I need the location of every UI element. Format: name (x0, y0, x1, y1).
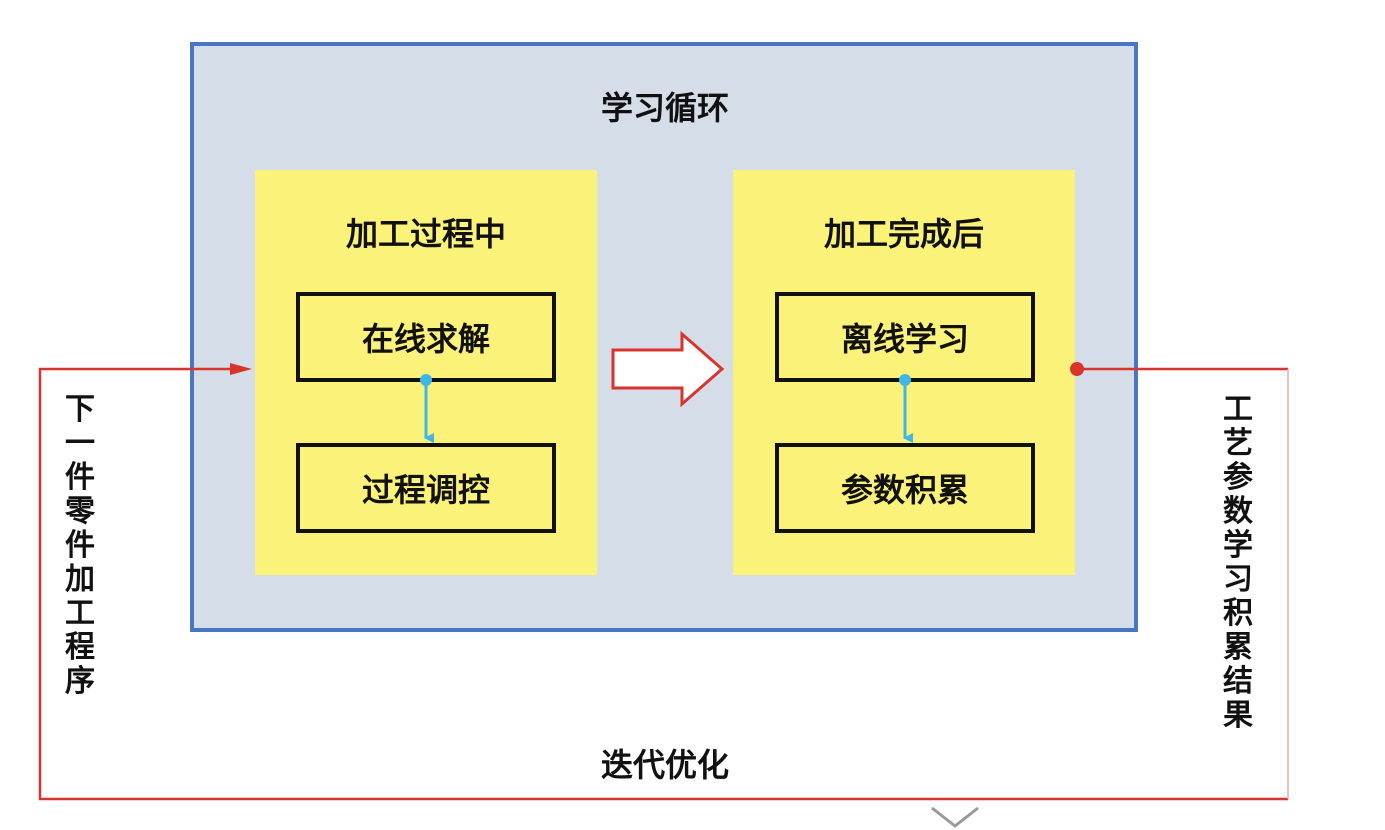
parameter-accumulation-label: 参数积累 (840, 471, 969, 509)
in-process-title: 加工过程中 (345, 215, 506, 253)
feedback-loop-line (38, 362, 1288, 801)
process-control-label: 过程调控 (361, 471, 490, 509)
online-solve-label: 在线求解 (361, 320, 490, 358)
offline-learning-label: 离线学习 (840, 320, 969, 358)
right-down-connector (899, 374, 913, 443)
post-process-title: 加工完成后 (823, 215, 984, 253)
online-solve-box: 在线求解 (296, 292, 556, 382)
learning-loop-title: 学习循环 (600, 89, 729, 127)
iterative-optimization-label: 迭代优化 (600, 746, 729, 784)
left-down-connector (420, 374, 434, 443)
parameter-learning-result-label: 工艺参数学习积累结果 (1223, 392, 1253, 733)
next-part-program-label: 下一件零件加工程序 (65, 392, 95, 699)
parameter-accumulation-box: 参数积累 (775, 443, 1035, 533)
chevron-down-icon (931, 806, 979, 828)
process-control-box: 过程调控 (296, 443, 556, 533)
flow-right-arrow (611, 330, 725, 408)
